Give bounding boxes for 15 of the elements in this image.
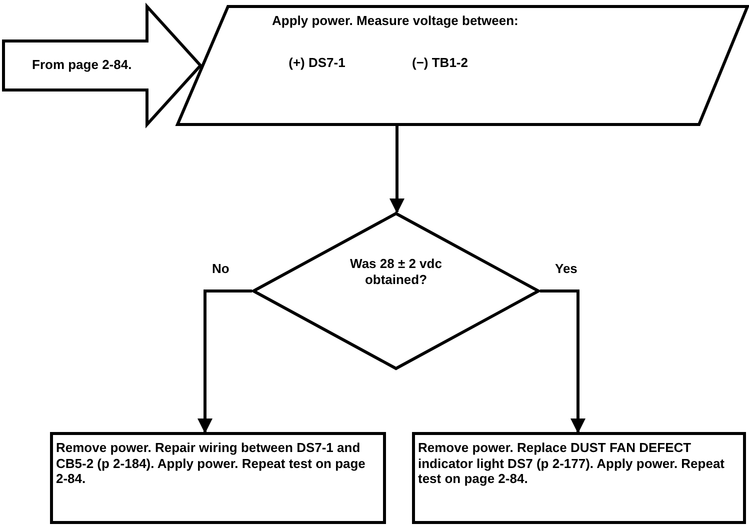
decision-diamond xyxy=(252,212,540,370)
decision-question: Was 28 ± 2 vdc obtained? xyxy=(349,256,443,288)
instruction-text: Remove power. Replace DUST FAN DEFECT indicator light DS7 (p 2-177). Apply power. Repeat test on page 2-84. xyxy=(418,440,726,487)
instruction-text: Apply power. Measure voltage between: xyxy=(272,13,520,29)
arrow xyxy=(540,290,586,434)
test-point-label: (−) TB1-2 xyxy=(411,55,469,71)
entry-text: From page 2-84. xyxy=(32,57,133,73)
input-parallelogram xyxy=(176,5,749,126)
test-point-label: (+) DS7-1 xyxy=(288,55,346,71)
arrow xyxy=(390,126,404,214)
instruction-text: Remove power. Repair wiring between DS7-1 and CB5-2 (p 2-184). Apply power. Repeat test on page 2-84. xyxy=(56,440,366,487)
arrow xyxy=(198,290,252,434)
process-box xyxy=(50,432,386,524)
process-box xyxy=(412,432,746,524)
block-arrow xyxy=(2,5,202,126)
